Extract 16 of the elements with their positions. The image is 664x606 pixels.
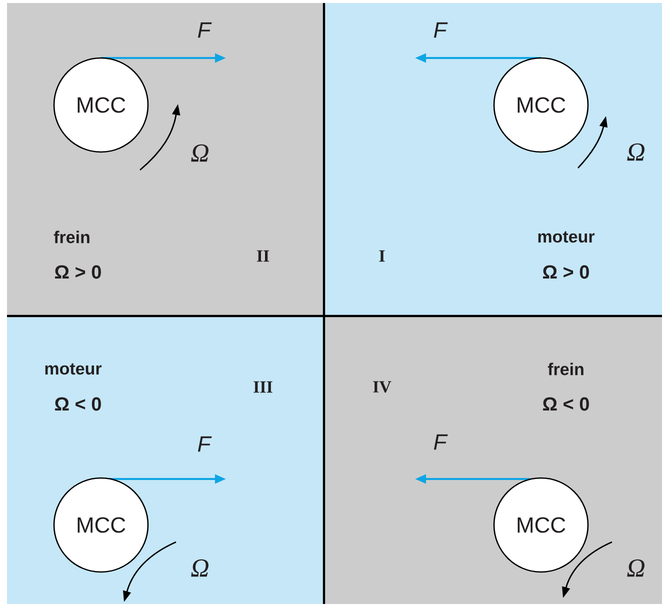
quadrant-numeral: III <box>254 381 272 393</box>
mode-label: frein Ω > 0 <box>54 230 101 279</box>
force-label: F <box>198 436 212 452</box>
quadrant-numeral: IV <box>373 381 392 393</box>
speed-label: Ω <box>191 559 208 577</box>
force-label: F <box>434 434 448 450</box>
quadrant-numeral: II <box>256 250 270 262</box>
mode-label: moteur Ω > 0 <box>538 231 595 279</box>
mode-label: frein Ω < 0 <box>543 362 589 411</box>
speed-label: Ω <box>627 143 644 161</box>
quadrant-numeral: I <box>379 250 385 262</box>
force-label: F <box>434 22 448 38</box>
speed-label: Ω <box>627 559 644 577</box>
speed-label: Ω <box>191 144 208 162</box>
mode-label: moteur Ω < 0 <box>45 363 102 411</box>
force-label: F <box>198 22 212 38</box>
